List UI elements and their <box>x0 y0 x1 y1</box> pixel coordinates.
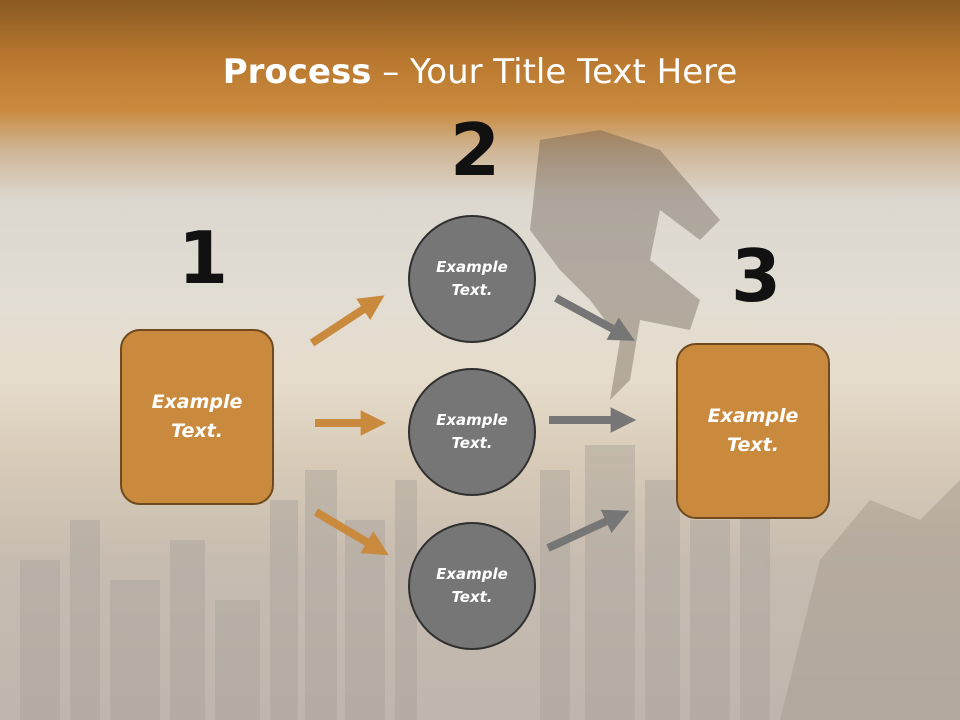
arrow-bottom-to-right <box>546 509 630 552</box>
right-box-label: Example Text. <box>707 405 799 456</box>
title-bold: Process <box>222 52 372 92</box>
step-number-3: 3 <box>731 234 782 318</box>
left-box[interactable]: Example Text. <box>120 329 274 505</box>
circle-bottom-label: Example Text. <box>436 565 508 606</box>
step-number-2: 2 <box>450 108 501 192</box>
city-skyline <box>20 445 770 720</box>
circle-top[interactable]: Example Text. <box>408 215 536 343</box>
circle-middle-label: Example Text. <box>436 411 508 452</box>
jumping-man-silhouette <box>530 130 720 400</box>
circle-bottom[interactable]: Example Text. <box>408 522 536 650</box>
rock-formation <box>780 480 960 720</box>
title-rest: – Your Title Text Here <box>371 52 738 92</box>
circle-top-label: Example Text. <box>436 258 508 299</box>
arrow-top-to-right <box>554 294 635 341</box>
right-box[interactable]: Example Text. <box>676 343 830 519</box>
circle-middle[interactable]: Example Text. <box>408 368 536 496</box>
arrow-left-to-bottom <box>313 508 389 556</box>
arrow-left-to-top <box>309 295 385 347</box>
left-box-label: Example Text. <box>151 391 243 442</box>
slide-title: Process – Your Title Text Here <box>0 52 960 92</box>
step-number-1: 1 <box>178 216 229 300</box>
